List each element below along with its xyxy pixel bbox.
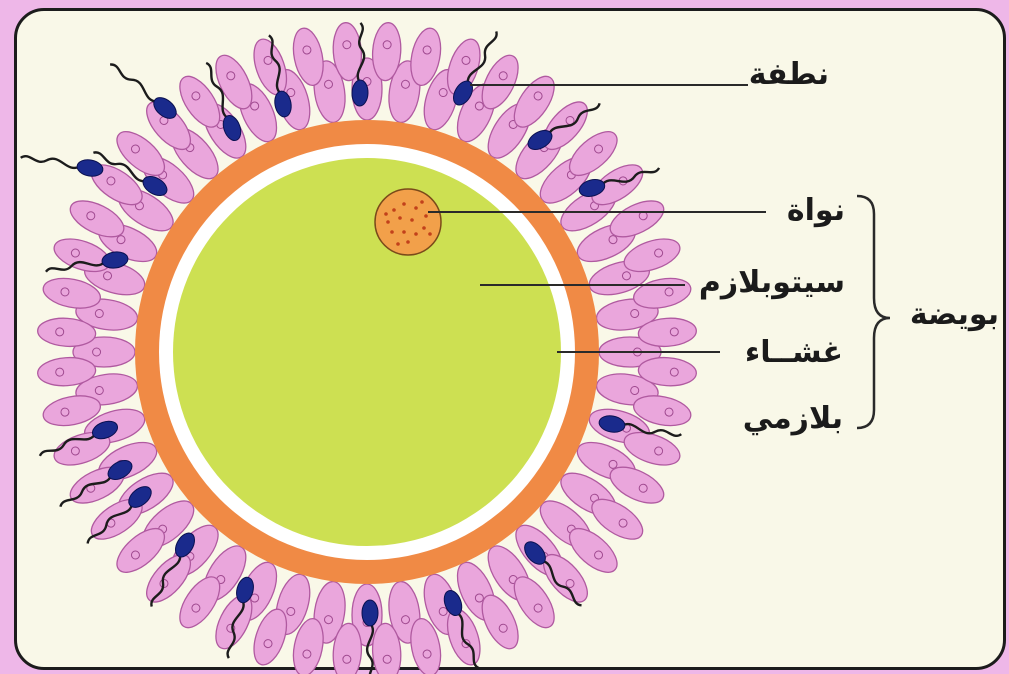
label-membrane-line2: بلازمي (743, 404, 843, 434)
label-cytoplasm: سيتوبلازم (699, 268, 845, 298)
sperm-cell (20, 148, 105, 178)
sperm-cell (106, 57, 180, 123)
label-sperm: نطفة (749, 60, 829, 90)
label-ovum: بويضة (910, 300, 999, 330)
label-membrane-line1: غشــاء (745, 338, 843, 368)
nucleus (375, 189, 441, 255)
ovum-brace (857, 196, 890, 428)
label-nucleus: نواة (787, 196, 845, 226)
cytoplasm (173, 158, 561, 546)
